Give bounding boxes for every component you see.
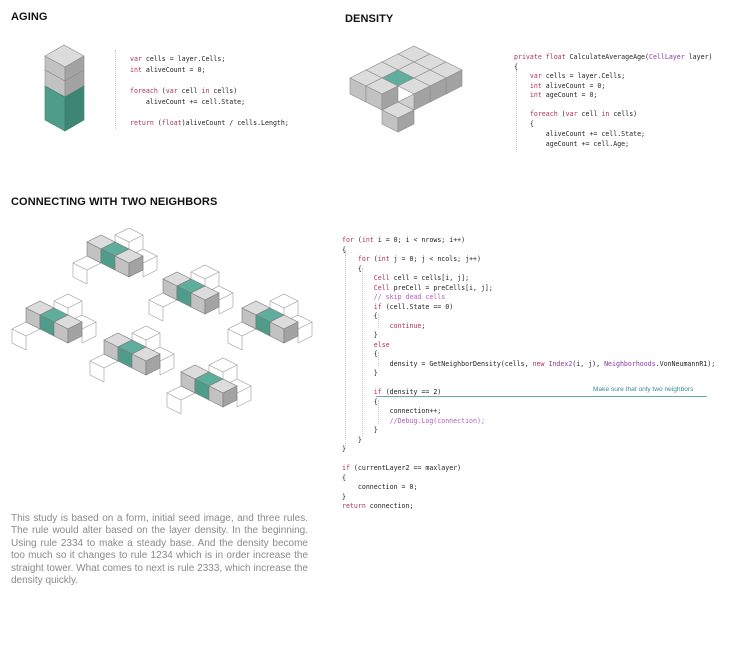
neighbor-code-line-17: if (density == 2) bbox=[373, 388, 442, 396]
neighbor-code-line-18: { bbox=[342, 397, 378, 406]
aging-code-line-7: return (float)aliveCount / cells.Length; bbox=[130, 119, 289, 127]
aging-code-guide bbox=[115, 50, 116, 130]
neighbor-code-line-22: } bbox=[342, 435, 362, 444]
density-code-block: private float CalculateAverageAge(CellLa… bbox=[514, 54, 713, 147]
neighbor-cluster-4 bbox=[11, 293, 97, 351]
neighbor-cluster-1 bbox=[72, 227, 158, 285]
neighbor-code-line-27: connection = 0; bbox=[342, 483, 418, 491]
neighbor-code-line-2: { bbox=[342, 245, 346, 254]
density-code-line-9: aliveCount += cell.State; bbox=[514, 130, 646, 138]
neighbor-code-line-29: return connection; bbox=[342, 502, 414, 510]
neighbor-code-line-26: { bbox=[342, 473, 346, 482]
annotation-note: Make sure that only two neighbors bbox=[593, 386, 694, 393]
neighbor-code-line-4: { bbox=[342, 264, 362, 273]
neighbor-code-line-13: { bbox=[342, 350, 378, 358]
aging-cube-bottom-teal bbox=[44, 85, 85, 132]
neighbor-code-line-5: Cell cell = cells[i, j]; bbox=[373, 274, 470, 282]
neighbor-code-line-28: } bbox=[342, 492, 346, 501]
connecting-heading: CONNECTING WITH TWO NEIGHBORS bbox=[11, 196, 218, 208]
neighbor-code-line-1: for (int i = 0; i < nrows; i++) bbox=[342, 236, 466, 244]
density-code-line-2: { bbox=[514, 63, 518, 71]
aging-heading: AGING bbox=[11, 11, 48, 23]
neighbor-code-line-23: } bbox=[342, 445, 346, 453]
aging-code-line-2: int aliveCount = 0; bbox=[130, 66, 206, 74]
aging-code-block: var cells = layer.Cells; int aliveCount … bbox=[130, 56, 289, 127]
neighbor-code-block: for (int i = 0; i < nrows; i++) { for (i… bbox=[342, 237, 715, 510]
neighbor-code-line-3: for (int j = 0; j < ncols; j++) bbox=[357, 255, 481, 263]
aging-code-line-4: foreach (var cell in cells) bbox=[130, 87, 238, 95]
neighbor-cluster-3 bbox=[227, 293, 313, 351]
density-cluster-figure bbox=[349, 45, 463, 133]
neighbor-code-line-9: { bbox=[342, 312, 378, 320]
density-code-line-1: private float CalculateAverageAge(CellLa… bbox=[514, 53, 713, 61]
density-code-line-10: ageCount += cell.Age; bbox=[514, 140, 630, 148]
neighbor-code-line-20: //Debug.Log(connection); bbox=[342, 416, 485, 425]
neighbor-code-line-19: connection++; bbox=[342, 407, 442, 415]
aging-code-line-1: var cells = layer.Cells; bbox=[130, 55, 226, 63]
neighbor-code-guide-outer bbox=[345, 250, 346, 446]
neighbor-code-guide-3 bbox=[378, 314, 379, 328]
density-code-guide bbox=[516, 70, 517, 152]
neighbor-code-line-14: density = GetNeighborDensity(cells, new … bbox=[342, 359, 716, 368]
neighbor-cluster-5 bbox=[89, 325, 175, 383]
neighbor-code-line-15: } bbox=[342, 369, 378, 377]
neighbor-cluster-6 bbox=[166, 357, 252, 415]
density-code-line-3: var cells = layer.Cells; bbox=[529, 72, 626, 80]
neighbor-code-line-10: continue; bbox=[389, 321, 426, 330]
neighbor-code-guide-inner bbox=[362, 268, 363, 436]
aging-stack-figure bbox=[44, 44, 85, 132]
neighbor-code-guide-4 bbox=[378, 352, 379, 366]
neighbor-cluster-2 bbox=[148, 264, 234, 322]
description-paragraph: This study is based on a form, initial s… bbox=[11, 513, 308, 587]
neighbor-code-line-6: Cell preCell = preCells[i, j]; bbox=[373, 283, 493, 292]
neighbor-code-line-25: if (currentLayer2 == maxlayer) bbox=[342, 464, 462, 472]
neighbor-code-line-8: if (cell.State == 0) bbox=[373, 302, 454, 311]
neighbor-code-line-21: } bbox=[342, 426, 378, 434]
density-code-line-7: foreach (var cell in cells) bbox=[529, 110, 638, 118]
aging-code-line-5: aliveCount += cell.State; bbox=[130, 98, 246, 106]
density-heading: DENSITY bbox=[345, 13, 394, 25]
neighbor-code-guide-5 bbox=[378, 400, 379, 424]
neighbor-code-line-7: // skip dead cells bbox=[342, 293, 446, 301]
neighbor-clusters-figure bbox=[11, 227, 313, 415]
neighbor-code-line-11: } bbox=[342, 331, 378, 339]
density-code-line-8: { bbox=[514, 120, 534, 128]
neighbor-code-line-12: else bbox=[373, 340, 390, 349]
density-code-line-5: int ageCount = 0; bbox=[529, 91, 598, 99]
annotation-underline bbox=[376, 396, 707, 397]
density-code-line-4: int aliveCount = 0; bbox=[529, 82, 606, 90]
